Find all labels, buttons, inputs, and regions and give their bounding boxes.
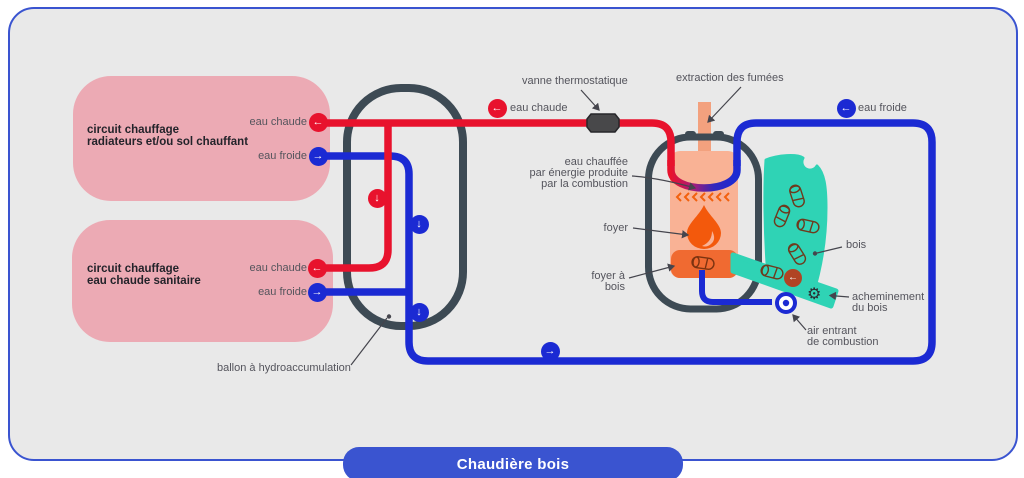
hot-line-icon: ← — [487, 98, 507, 118]
wood-label: bois — [846, 238, 867, 251]
firebox-label: foyer — [603, 221, 628, 234]
title-button[interactable]: Chaudière bois — [343, 447, 683, 478]
circuit-sanitary-line1: circuit chauffage — [87, 263, 180, 275]
valve-label: vanne thermostatique — [522, 75, 628, 87]
port-label-cold-2: eau froide — [258, 285, 307, 298]
cold-port-icon-1: → — [308, 146, 328, 166]
cold-flow-down-icon-1: ↓ — [409, 214, 429, 234]
wood-firebox-label: foyer à bois — [591, 270, 625, 293]
wood-feed-label: acheminement du bois — [852, 291, 925, 314]
circuit-radiators-text: circuit chauffage radiateurs et/ou sol c… — [87, 124, 249, 148]
circuit-sanitary-text: circuit chauffage eau chaude sanitaire — [87, 263, 201, 287]
cold-flow-down-icon-2: ↓ — [409, 302, 429, 322]
tank-label: ballon à hydroaccumulation — [217, 362, 351, 374]
hot-line-label: eau chaude — [510, 101, 568, 114]
circuit-sanitary-line2: eau chaude sanitaire — [87, 274, 201, 287]
circuit-box-sanitary — [72, 220, 333, 342]
cold-line-icon: ← — [836, 98, 856, 118]
port-label-cold-1: eau froide — [258, 149, 307, 162]
hot-port-icon-2: ← — [307, 258, 327, 278]
port-label-hot-1: eau chaude — [249, 115, 308, 128]
hot-port-icon-1: ← — [308, 112, 328, 132]
flue-label: extraction des fumées — [676, 72, 784, 84]
gear-icon: ⚙ — [807, 286, 822, 303]
hot-flow-down-icon: ↓ — [367, 188, 387, 208]
circuit-radiators-line1: circuit chauffage — [87, 124, 180, 136]
cold-flow-right-icon: → — [540, 341, 560, 361]
cold-line-label: eau froide — [858, 101, 907, 114]
cold-port-icon-2: → — [307, 282, 327, 302]
port-label-hot-2: eau chaude — [249, 262, 308, 274]
heated-water-label: eau chauffée par énergie produite par la… — [529, 156, 628, 190]
circuit-radiators-line2: radiateurs et/ou sol chauffant — [87, 135, 249, 148]
air-inlet-label: air entrant de combustion — [807, 325, 879, 348]
wood-feed-direction-icon: ← — [784, 269, 802, 287]
circuit-box-radiators — [73, 76, 330, 201]
